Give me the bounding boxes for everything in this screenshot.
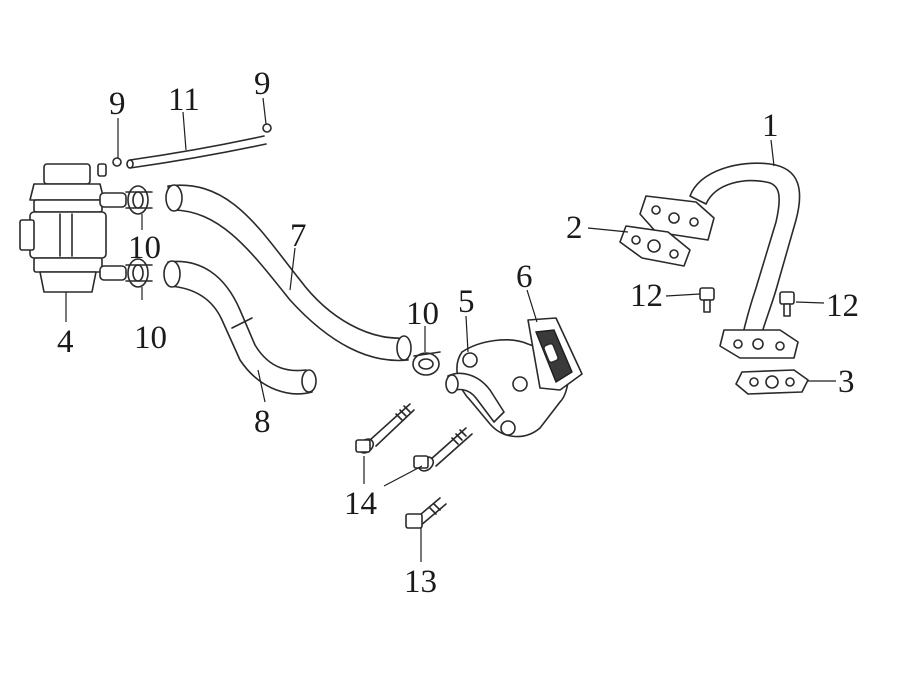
callout-13: 13 — [404, 564, 437, 600]
flange-bolt-left — [699, 287, 715, 313]
flange-bolt-right — [779, 291, 795, 317]
callout-2: 2 — [566, 210, 583, 246]
callout-8: 8 — [254, 404, 271, 440]
small-tube — [126, 135, 267, 169]
callout-12-left: 12 — [630, 278, 663, 314]
upper-hose — [165, 184, 412, 362]
bolt-long-lower — [413, 427, 473, 472]
bolt-short — [405, 497, 447, 529]
callout-10-lower: 10 — [134, 320, 167, 356]
lower-hose — [163, 260, 317, 395]
tube-clip-right — [262, 123, 272, 133]
gasket-lower — [735, 369, 809, 395]
callout-5: 5 — [458, 284, 475, 320]
gasket-upper — [619, 225, 691, 267]
callout-9-left: 9 — [109, 86, 126, 122]
callout-6: 6 — [516, 259, 533, 295]
callout-14: 14 — [344, 486, 377, 522]
hose-clamp-lower-left — [125, 258, 153, 288]
valve-assembly — [19, 163, 127, 293]
leader-lines — [65, 97, 836, 562]
hose-clamp-housing — [412, 351, 441, 376]
callout-11: 11 — [168, 82, 200, 118]
callout-10-housing: 10 — [406, 296, 439, 332]
callout-12-right: 12 — [826, 288, 859, 324]
tube-clip-left — [112, 157, 122, 167]
callout-10-upper: 10 — [128, 230, 161, 266]
bent-air-pipe — [639, 162, 801, 359]
callout-1: 1 — [762, 108, 779, 144]
reed-gasket-plate — [527, 317, 583, 391]
callout-labels: 1 2 3 4 5 6 7 8 9 9 10 10 10 11 12 12 13… — [57, 66, 859, 600]
callout-4: 4 — [57, 324, 74, 360]
bolt-long-upper — [355, 403, 415, 454]
hose-clamp-upper-left — [125, 185, 153, 215]
callout-9-right: 9 — [254, 66, 271, 102]
callout-7: 7 — [290, 218, 307, 254]
callout-3: 3 — [838, 364, 855, 400]
